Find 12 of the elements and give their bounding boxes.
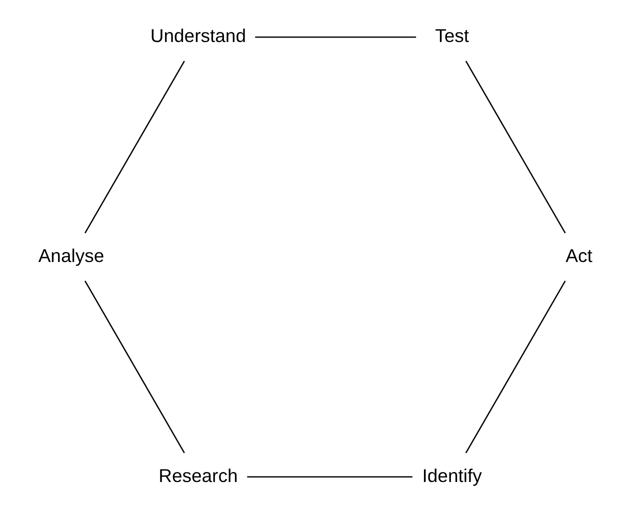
node-text: Act <box>566 244 592 266</box>
node-text: Understand <box>150 25 246 46</box>
connector <box>255 36 416 38</box>
connector <box>84 60 185 234</box>
node-text: Test <box>435 25 470 46</box>
connector <box>84 280 185 454</box>
connector <box>465 280 566 454</box>
node-text: Research <box>158 464 238 486</box>
node-text: Identify <box>422 464 482 486</box>
connector <box>247 476 412 478</box>
node-text: Analyse <box>38 244 104 266</box>
connector <box>465 60 566 234</box>
